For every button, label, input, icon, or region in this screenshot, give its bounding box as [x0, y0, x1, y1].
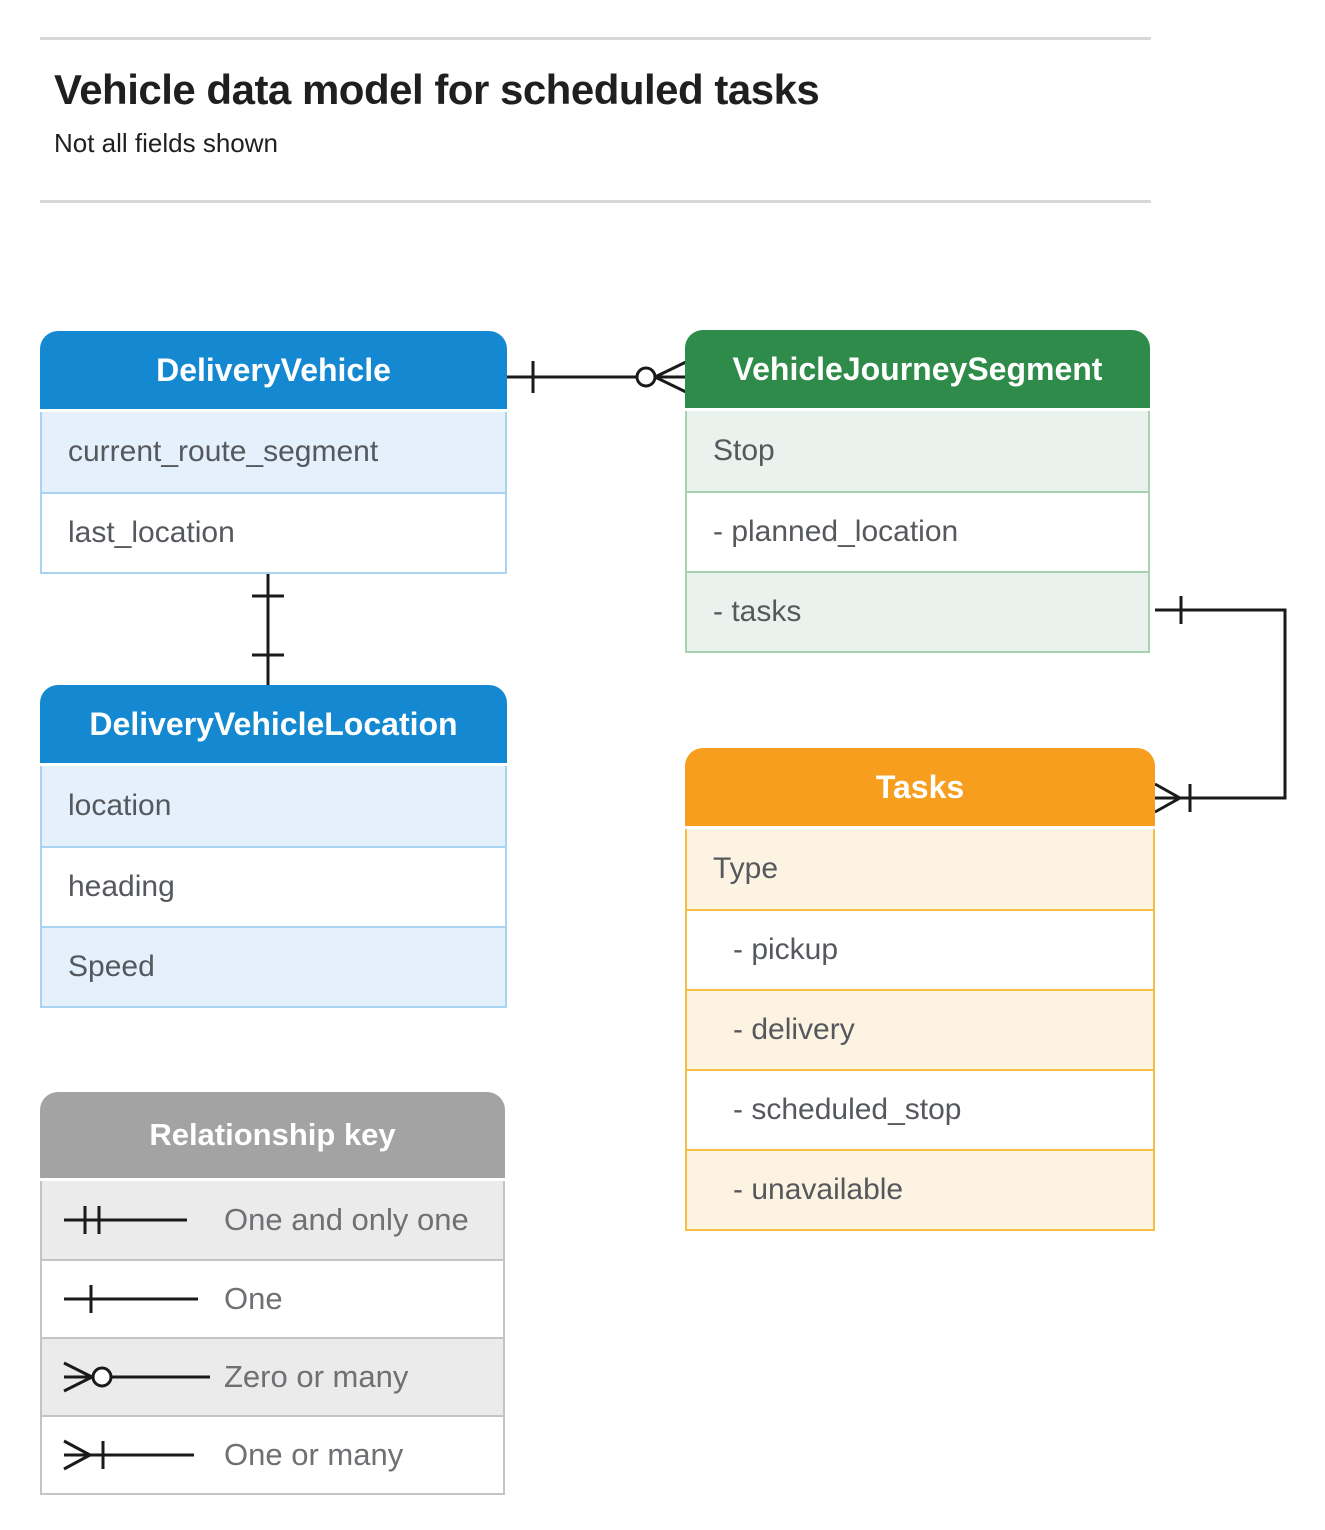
table-row: heading [42, 846, 505, 926]
table-row: - delivery [687, 989, 1153, 1069]
legend-label: Zero or many [224, 1359, 409, 1394]
legend-label: One and only one [224, 1202, 469, 1237]
entity-header-vehicle-journey-segment: VehicleJourneySegment [685, 330, 1150, 411]
entity-tasks: Tasks Type- pickup- delivery- scheduled_… [685, 748, 1155, 1231]
relationship-key-header: Relationship key [40, 1092, 505, 1181]
top-divider [40, 37, 1151, 40]
connector-vehicle-to-location [252, 568, 284, 685]
table-row: Speed [42, 926, 505, 1006]
legend-row: One and only one [42, 1181, 503, 1259]
relationship-key-body: One and only one One Zero or many [40, 1181, 505, 1495]
entity-fields: Type- pickup- delivery- scheduled_stop- … [685, 829, 1155, 1231]
table-row: Stop [687, 411, 1148, 491]
legend-label: One or many [224, 1437, 404, 1472]
connector-vehicle-to-segment [507, 360, 687, 394]
table-row: Type [687, 829, 1153, 909]
page-subtitle: Not all fields shown [54, 128, 278, 158]
page-title: Vehicle data model for scheduled tasks [54, 66, 820, 113]
table-row: location [42, 766, 505, 846]
legend-row: One [42, 1259, 503, 1337]
table-row: - scheduled_stop [687, 1069, 1153, 1149]
entity-header-delivery-vehicle-location: DeliveryVehicleLocation [40, 685, 507, 766]
header-divider [40, 200, 1151, 203]
table-row: - tasks [687, 571, 1148, 651]
entity-header-tasks: Tasks [685, 748, 1155, 829]
table-row: current_route_segment [42, 412, 505, 492]
legend-row: One or many [42, 1415, 503, 1493]
legend-label: One [224, 1281, 283, 1316]
legend-row: Zero or many [42, 1337, 503, 1415]
entity-vehicle-journey-segment: VehicleJourneySegment Stop- planned_loca… [685, 330, 1150, 653]
entity-fields: Stop- planned_location- tasks [685, 411, 1150, 653]
connector-segment-to-tasks [1154, 596, 1287, 814]
relationship-key: Relationship key One and only one One [40, 1092, 505, 1495]
one-or-many-icon [63, 1439, 194, 1471]
table-row: - planned_location [687, 491, 1148, 571]
one-and-only-one-icon [64, 1206, 187, 1234]
entity-header-delivery-vehicle: DeliveryVehicle [40, 331, 507, 412]
one-icon [64, 1285, 198, 1313]
table-row: last_location [42, 492, 505, 572]
zero-or-many-icon [63, 1361, 210, 1393]
table-row: - pickup [687, 909, 1153, 989]
table-row: - unavailable [687, 1149, 1153, 1229]
